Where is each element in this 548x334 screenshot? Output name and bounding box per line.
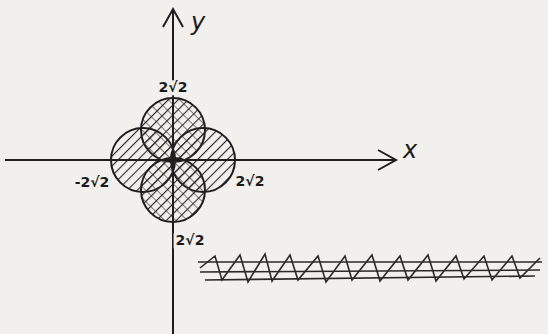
axis-label: y <box>189 9 207 35</box>
axis-value: -2√2 <box>73 175 112 190</box>
axis-value: 2√2 <box>174 233 207 248</box>
axis-value: 2√2 <box>157 80 190 95</box>
axis-value: 2√2 <box>234 174 267 189</box>
axes <box>5 9 396 334</box>
axis-label: x <box>401 137 419 163</box>
crossed-out-scribble <box>198 254 542 282</box>
